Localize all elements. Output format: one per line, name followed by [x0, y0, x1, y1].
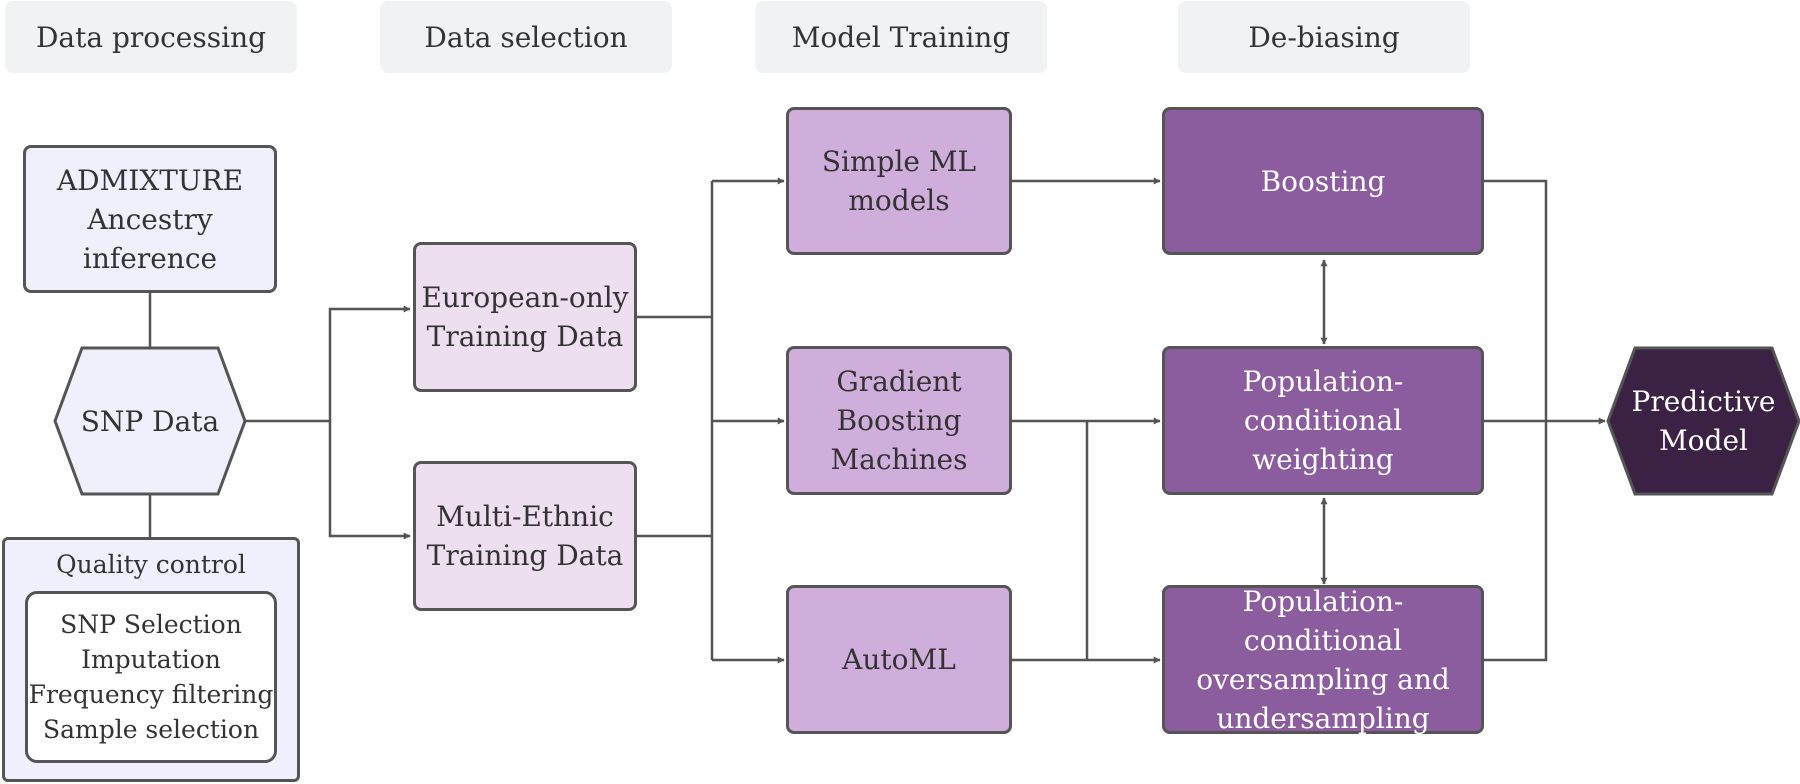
- stage-data-selection: Data selection: [380, 1, 672, 73]
- node-label-line: Model: [1659, 424, 1748, 457]
- quality-control-title: Quality control: [56, 550, 246, 579]
- node-label-line: Simple ML: [821, 145, 977, 178]
- node-label-line: Population-conditional: [1242, 584, 1404, 657]
- node-label-line: ADMIXTURE: [56, 163, 244, 197]
- quality-control-steps: SNP Selection Imputation Frequency filte…: [25, 591, 277, 763]
- gradient-boosting-machines-node: Gradient Boosting Machines: [786, 346, 1012, 495]
- node-label-line: weighting: [1252, 443, 1394, 476]
- snp-data-node: SNP Data: [55, 348, 245, 494]
- population-conditional-sampling-node: Population-conditional oversampling and …: [1162, 584, 1484, 735]
- edge-boosting-output: [1484, 179, 1548, 421]
- predictive-model-hexagon: [1606, 346, 1800, 496]
- admixture-ancestry-node: ADMIXTURE Ancestry inference: [23, 145, 277, 293]
- node-label-line: Multi-Ethnic: [436, 500, 614, 533]
- population-conditional-weighting-node: Population-conditional weighting: [1162, 346, 1484, 495]
- predictive-model-node: Predictive Model: [1608, 348, 1799, 494]
- node-label-line: Training Data: [426, 539, 624, 572]
- stage-data-processing: Data processing: [5, 1, 297, 73]
- node-label-line: Population-conditional: [1242, 365, 1404, 437]
- qc-step: SNP Selection: [60, 610, 242, 639]
- qc-step: Sample selection: [42, 715, 260, 744]
- node-label-line: models: [848, 184, 950, 217]
- node-label-line: Training Data: [426, 320, 624, 353]
- node-label-line: European-only: [421, 281, 629, 314]
- edge-sampling-output: [1484, 421, 1548, 662]
- node-label-line: Predictive: [1631, 385, 1776, 418]
- snp-data-hexagon: [53, 346, 247, 496]
- node-label-line: Machines: [830, 443, 968, 476]
- qc-step: Frequency filtering: [28, 680, 274, 709]
- node-label-line: SNP Data: [80, 404, 220, 438]
- edge-snp-multiethnic: [328, 421, 411, 540]
- quality-control-node: Quality control SNP Selection Imputation…: [2, 537, 300, 782]
- multi-ethnic-training-data-node: Multi-Ethnic Training Data: [413, 461, 637, 611]
- node-label-line: inference: [82, 241, 218, 275]
- node-label-line: Boosting: [836, 404, 962, 437]
- node-label-line: Ancestry: [87, 202, 213, 236]
- edge-snp-european: [245, 305, 411, 423]
- automl-node: AutoML: [786, 585, 1012, 734]
- node-label-line: Gradient: [836, 365, 962, 398]
- stage-de-biasing: De-biasing: [1178, 1, 1470, 73]
- simple-ml-models-node: Simple ML models: [786, 107, 1012, 255]
- qc-step: Imputation: [81, 645, 221, 674]
- european-only-training-data-node: European-only Training Data: [413, 242, 637, 392]
- node-label-line: undersampling: [1216, 701, 1430, 735]
- node-label-line: oversampling and: [1196, 662, 1450, 696]
- stage-model-training: Model Training: [755, 1, 1047, 73]
- node-label-line: Boosting: [1260, 164, 1386, 198]
- node-label-line: AutoML: [842, 643, 956, 676]
- boosting-node: Boosting: [1162, 107, 1484, 255]
